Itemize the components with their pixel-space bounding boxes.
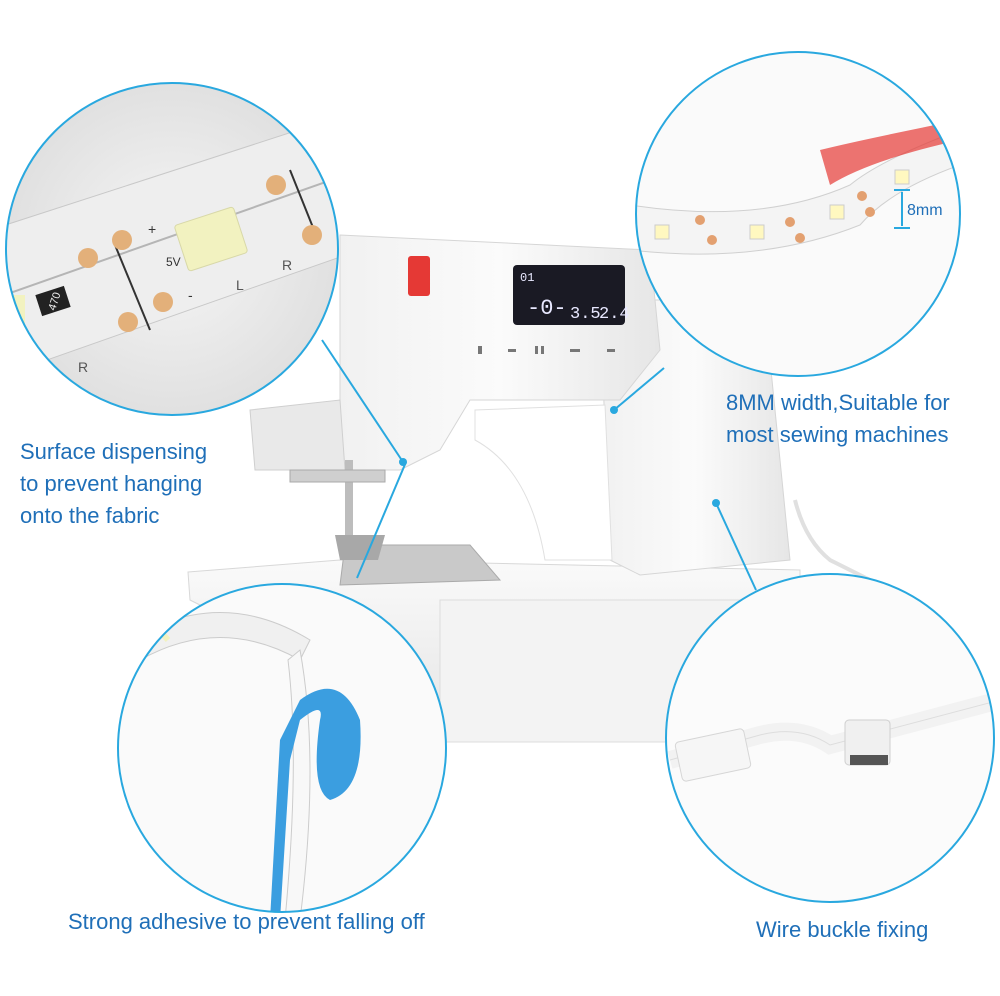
- strip-r-mark-left: R: [78, 359, 88, 375]
- machine-buttons: [478, 346, 615, 354]
- lcd-stitch-shape: -0-: [527, 296, 567, 321]
- strip-plus-mark: +: [148, 221, 156, 237]
- adhesive-closeup: [117, 583, 447, 913]
- callout-dots: [399, 406, 720, 507]
- callout-connectors: [321, 339, 757, 591]
- lcd-pattern-number: 01: [520, 271, 534, 285]
- caption-strong-adhesive: Strong adhesive to prevent falling off: [68, 909, 425, 934]
- strip-r-mark-right: R: [282, 257, 292, 273]
- width-dimension-icon: [894, 189, 910, 229]
- caption-wire-buckle: Wire buckle fixing: [756, 917, 929, 942]
- thread-indicator: [408, 256, 430, 296]
- strip-l-mark: L: [236, 277, 244, 293]
- led-strip-closeup: 470 5V + - R R L: [5, 82, 339, 416]
- resistor-icon: [35, 285, 71, 317]
- svg-text:470: 470: [46, 291, 63, 312]
- lcd-display: [513, 265, 625, 325]
- led-chip-icon: [654, 169, 910, 240]
- needle-bar: [345, 460, 353, 540]
- wire-clip-closeup: [665, 573, 995, 903]
- strip-voltage-mark: 5V: [166, 255, 181, 269]
- lcd-stitch-length: 2.4: [599, 305, 630, 324]
- strip-minus-mark: -: [188, 287, 193, 303]
- width-label: 8mm: [907, 202, 943, 219]
- strip-width-closeup: 8mm: [635, 51, 961, 377]
- caption-surface-dispensing: Surface dispensing to prevent hanging on…: [20, 439, 208, 528]
- led-chip-icon: [174, 206, 248, 272]
- adhesive-tape-icon: [270, 688, 361, 912]
- lcd-stitch-width: 3.5: [570, 305, 601, 324]
- caption-8mm-width: 8MM width,Suitable for most sewing machi…: [726, 390, 950, 447]
